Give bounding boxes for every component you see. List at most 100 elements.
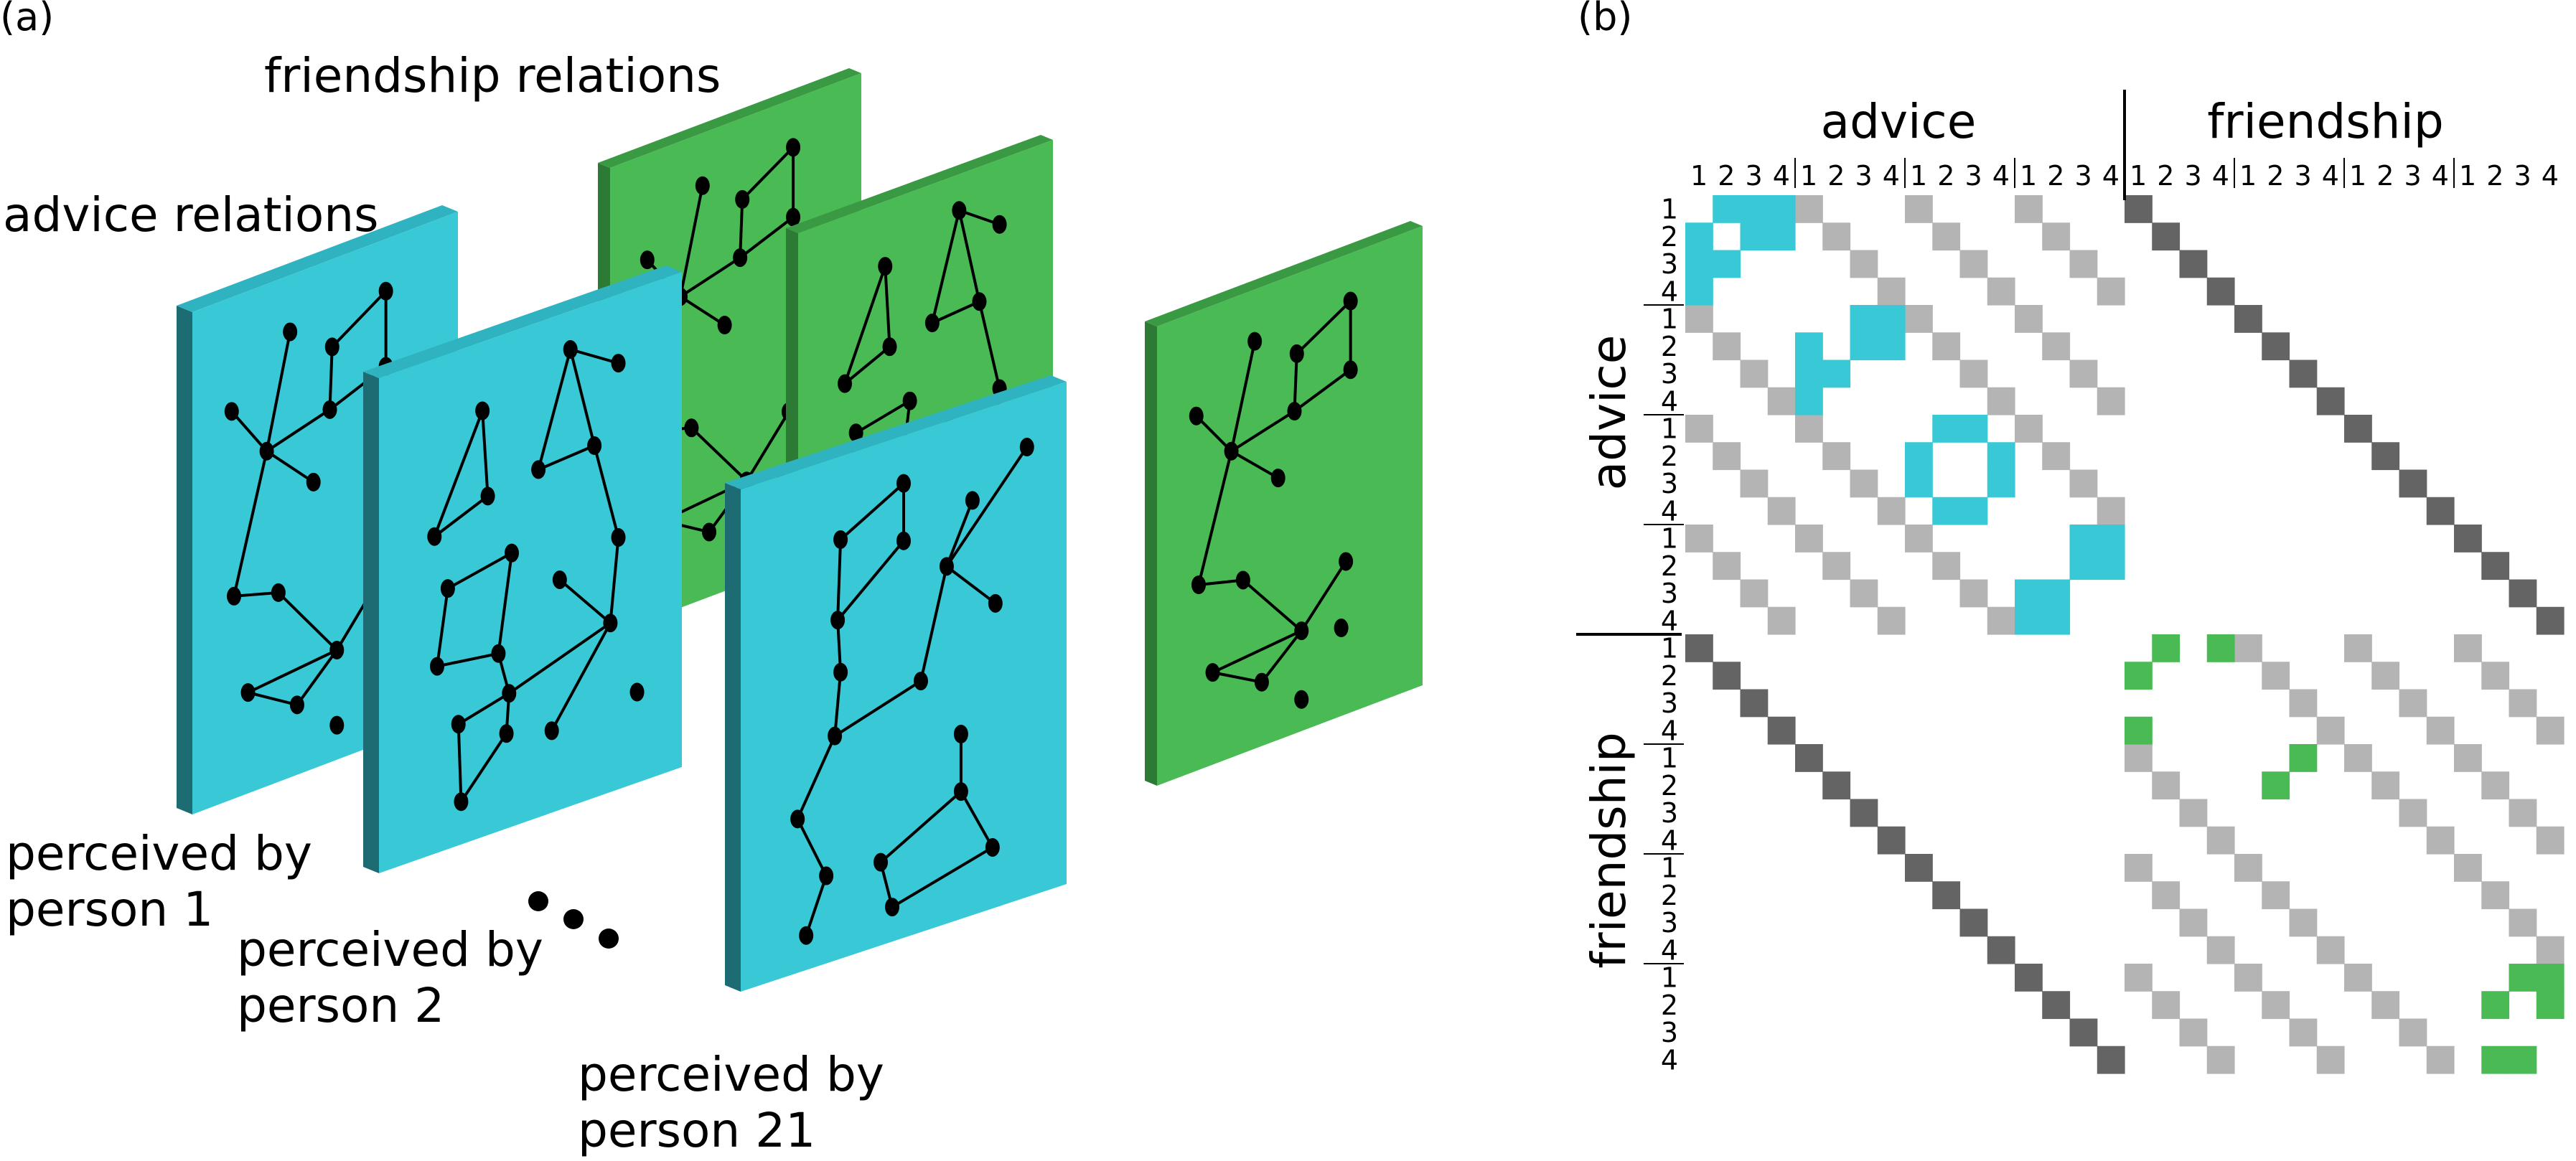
network-edge [436,588,449,667]
network-node [611,354,626,373]
person-1-caption-line1: perceived by [6,826,312,881]
intralayer-coupling-cell [1959,250,1988,278]
advice-tie-cell [1795,387,1823,415]
layer-face [741,382,1067,992]
row-tick-label: 1 [1661,962,1678,994]
column-tick-label: 2 [2267,160,2284,192]
intralayer-coupling-cell [2371,991,2400,1020]
row-tick-label: 1 [1661,633,1678,664]
column-tick-label: 4 [2542,160,2559,192]
advice-tie-cell [1877,332,1906,361]
network-edge [558,578,612,624]
network-node [882,337,897,357]
column-tick-label: 1 [2020,160,2037,192]
intralayer-coupling-cell [2234,634,2262,662]
interlayer-coupling-cell [1877,826,1906,855]
network-node [505,543,520,563]
network-edge [1260,629,1303,683]
friendship-tie-cell [2536,964,2565,992]
advice-tie-cell [1850,332,1878,361]
interlayer-coupling-cell [2152,222,2181,251]
network-edge [233,451,268,597]
network-edge [1212,629,1303,674]
network-edge [690,426,748,482]
intralayer-coupling-cell [2454,854,2482,882]
network-node [491,644,506,663]
network-edge [919,565,948,682]
column-tick-label: 3 [2295,160,2312,192]
row-tick-label: 4 [1661,715,1678,746]
column-tick-label: 4 [1773,160,1790,192]
network-node [717,316,732,335]
network-node [306,472,321,492]
intralayer-coupling-cell [2426,716,2455,745]
intralayer-coupling-cell [2097,277,2125,306]
intralayer-coupling-cell [2097,387,2125,415]
network-edge [679,295,726,326]
intralayer-coupling-cell [1767,497,1796,525]
intralayer-coupling-cell [2316,716,2345,745]
intralayer-coupling-cell [2069,469,2098,498]
row-tick-label: 4 [1661,495,1678,527]
advice-tie-cell [2042,579,2071,608]
intralayer-coupling-cell [1850,250,1878,278]
network-node [838,374,853,393]
column-tick-label: 4 [2212,160,2229,192]
column-tick-label: 2 [2376,160,2394,192]
advice-tie-cell [1795,359,1823,388]
row-tick-label: 3 [1661,797,1678,829]
advice-tie-cell [1713,195,1741,223]
intralayer-coupling-cell [2179,799,2208,827]
network-node [924,314,940,333]
row-tick-label: 2 [1661,880,1678,911]
intralayer-coupling-cell [1987,606,2015,635]
network-edge [741,146,795,201]
intralayer-coupling-cell [1905,305,1933,333]
network-node [289,695,304,715]
advice-tie-cell [2069,525,2098,553]
network-node [1343,291,1358,311]
friendship-tie-cell [2206,634,2235,662]
row-tick-label: 3 [1661,578,1678,609]
network-edge [796,735,836,820]
row-tick-label: 2 [1661,550,1678,582]
network-edge [1293,368,1352,413]
network-node [427,527,442,546]
column-tick-label: 1 [1690,160,1708,192]
ellipsis-dot [563,909,584,929]
column-tick-label: 2 [2047,160,2064,192]
network-edge [481,410,490,497]
intralayer-coupling-cell [1877,277,1906,306]
intralayer-coupling-cell [1822,442,1851,471]
intralayer-coupling-cell [1795,415,1823,443]
interlayer-coupling-cell [1767,716,1796,745]
network-node [896,474,911,493]
row-tick-label: 2 [1661,660,1678,692]
advice-tie-cell [2069,552,2098,580]
intralayer-coupling-cell [2125,744,2153,772]
network-node [702,522,717,542]
row-tick-label: 3 [1661,468,1678,499]
interlayer-coupling-cell [2316,387,2345,415]
intralayer-coupling-cell [2481,771,2510,800]
column-tick-label: 2 [2486,160,2504,192]
network-node [819,866,834,885]
network-edge [957,210,981,302]
advice-tie-cell [1767,195,1796,223]
network-node [1343,360,1358,380]
network-node [833,662,848,682]
friendship-tie-cell [2481,1045,2510,1074]
network-edge [960,791,994,848]
layer-side-edge [1145,321,1157,786]
intralayer-coupling-cell [2015,415,2043,443]
intralayer-coupling-cell [2042,332,2071,361]
friendship-tie-cell [2152,634,2181,662]
advice-tie-cell [1987,442,2015,471]
column-tick-label: 3 [1965,160,1982,192]
interlayer-coupling-cell [2426,497,2455,525]
network-node [874,852,889,872]
interlayer-coupling-cell [1905,854,1933,882]
network-node [878,257,893,276]
intralayer-coupling-cell [2316,1045,2345,1074]
intralayer-coupling-cell [2454,634,2482,662]
